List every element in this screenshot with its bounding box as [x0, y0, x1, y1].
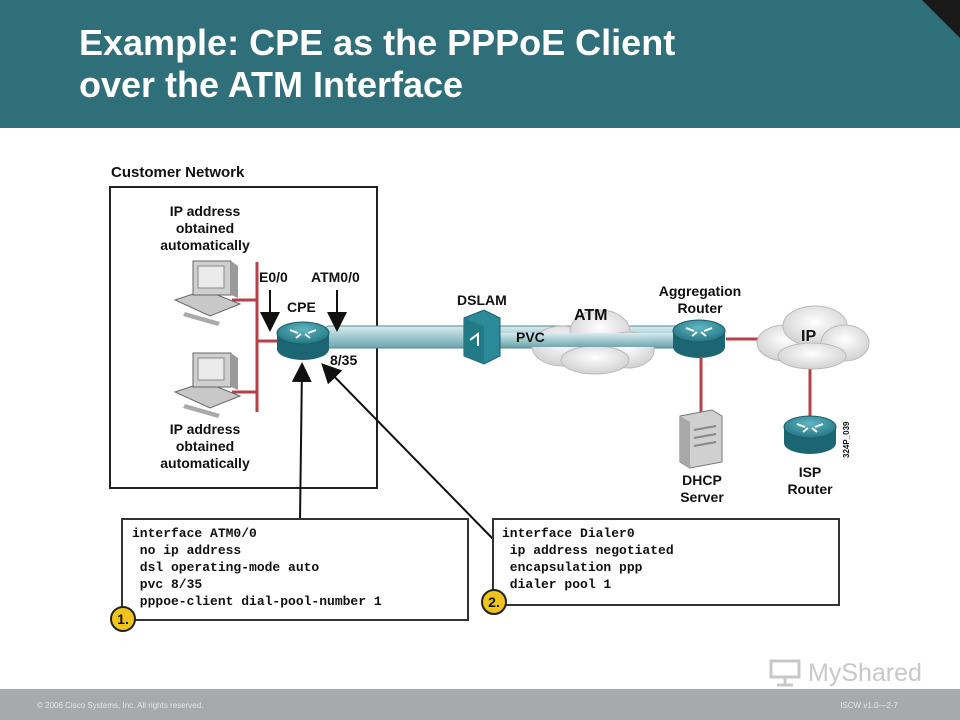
- pc-bottom-label: IP address obtained automatically: [135, 421, 275, 472]
- atm-cloud-label: ATM: [574, 307, 608, 324]
- pc-bottom-label-line: IP address: [169, 421, 241, 437]
- aggregation-router-label-line: Router: [677, 300, 723, 316]
- config-line: ip address negotiated: [502, 543, 674, 558]
- config-line: encapsulation ppp: [502, 560, 643, 575]
- figure-id-label: 324P_039: [842, 421, 851, 458]
- vc-label: 8/35: [330, 352, 358, 368]
- slide-header: [0, 0, 960, 128]
- dslam-label: DSLAM: [457, 292, 507, 308]
- ip-cloud: [756, 305, 870, 370]
- step-badge-2: 2.: [481, 589, 507, 615]
- dhcp-server-label-line: Server: [680, 489, 724, 505]
- isp-router-label-line: Router: [787, 481, 833, 497]
- dhcp-server-icon: [679, 409, 723, 469]
- copyright-text: © 2006 Cisco Systems, Inc. All rights re…: [37, 701, 204, 710]
- title-line-1: Example: CPE as the PPPoE Client: [79, 22, 676, 63]
- step-badge-1: 1.: [110, 606, 136, 632]
- pc-bottom-icon: [173, 352, 242, 418]
- config2-pointer: [321, 363, 495, 541]
- pc-top-icon: [173, 260, 242, 326]
- corner-triangle: [922, 0, 960, 38]
- pc-top-label-line: automatically: [160, 237, 250, 253]
- config-line: interface Dialer0: [502, 526, 635, 541]
- pvc-label: PVC: [516, 329, 545, 345]
- slide-footer: © 2006 Cisco Systems, Inc. All rights re…: [0, 689, 960, 720]
- aggregation-router-label: Aggregation Router: [640, 283, 760, 317]
- ip-cloud-label: IP: [801, 328, 817, 345]
- title-line-2: over the ATM Interface: [79, 64, 464, 105]
- watermark-text: MyShared: [808, 658, 922, 687]
- pc-bottom-label-line: obtained: [175, 438, 235, 454]
- pvc-pipe-front: [495, 333, 685, 347]
- slide-title: Example: CPE as the PPPoE Client over th…: [79, 22, 899, 106]
- dslam-icon: [463, 309, 501, 365]
- aggregation-router-icon: [672, 319, 726, 358]
- config-box-atm: interface ATM0/0 no ip address dsl opera…: [121, 518, 469, 621]
- config-line: pvc 8/35: [132, 577, 203, 592]
- config1-pointer: [291, 362, 312, 521]
- isp-router-icon: [783, 415, 837, 454]
- pc-bottom-label-line: automatically: [160, 455, 250, 471]
- dhcp-server-label-line: DHCP: [682, 472, 722, 488]
- pc-top-label: IP address obtained automatically: [135, 203, 275, 254]
- cpe-label: CPE: [287, 299, 316, 315]
- config-line: dsl operating-mode auto: [132, 560, 320, 575]
- watermark: MyShared: [768, 658, 922, 688]
- config-line: dialer pool 1: [502, 577, 612, 592]
- cpe-router-icon: [276, 321, 330, 360]
- atm-interface-label: ATM0/0: [311, 269, 360, 285]
- config-box-dialer: interface Dialer0 ip address negotiated …: [492, 518, 840, 606]
- config-line: pppoe-client dial-pool-number 1: [132, 594, 382, 609]
- dhcp-server-label: DHCP Server: [662, 472, 742, 506]
- presentation-icon: [769, 659, 801, 687]
- isp-router-label-line: ISP: [798, 464, 822, 480]
- pc-top-label-line: IP address: [169, 203, 241, 219]
- e0-interface-label: E0/0: [259, 269, 288, 285]
- config-line: interface ATM0/0: [132, 526, 257, 541]
- course-code: ISCW v1.0—2-7: [840, 701, 898, 710]
- aggregation-router-label-line: Aggregation: [658, 283, 742, 299]
- customer-network-label: Customer Network: [111, 164, 245, 181]
- config-line: no ip address: [132, 543, 242, 558]
- pc-top-label-line: obtained: [175, 220, 235, 236]
- isp-router-label: ISP Router: [770, 464, 850, 498]
